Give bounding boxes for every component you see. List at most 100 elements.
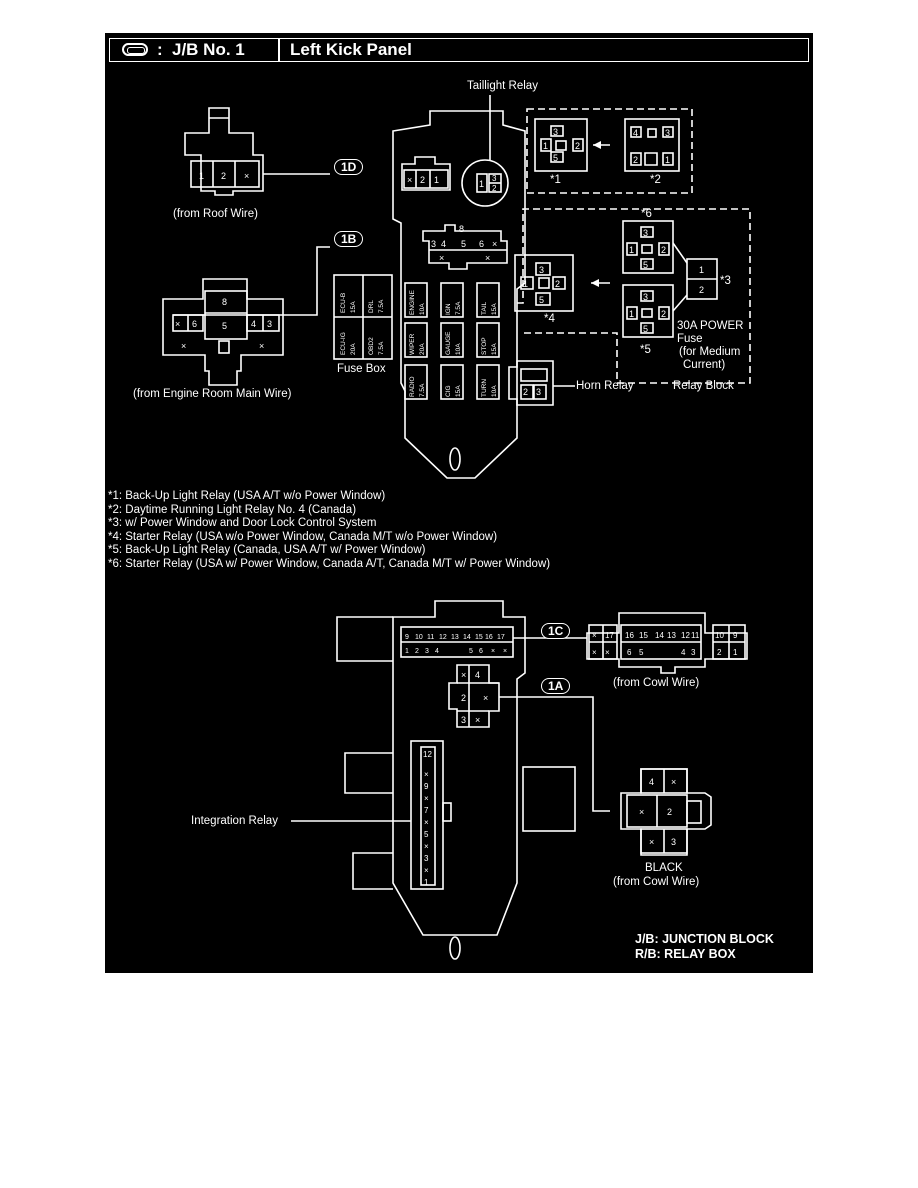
pin-number: × — [424, 842, 429, 851]
connector-roof-wire: 1 2 × — [184, 107, 330, 196]
relay-block — [517, 108, 751, 384]
from-roof-wire-label: (from Roof Wire) — [173, 208, 258, 220]
pin-number: 10 — [715, 631, 724, 640]
star-4-label: *4 — [544, 313, 555, 325]
pin-number: × — [259, 341, 264, 351]
pin-number: TAIL — [481, 301, 488, 315]
pin-number: DRL — [368, 300, 375, 313]
pin-number: 5 — [553, 153, 558, 163]
pin-number: 2 — [415, 648, 419, 655]
pin-number: 5 — [539, 295, 544, 305]
pin-number: 4 — [633, 128, 638, 138]
note-5: *5: Back-Up Light Relay (Canada, USA A/T… — [108, 544, 426, 556]
pin-number: × — [483, 693, 488, 703]
pin-number: × — [475, 715, 480, 725]
connector-cowl-wire-1a: 4 × × 2 × 3 — [620, 768, 712, 856]
pin-number: 5 — [643, 260, 648, 270]
pin-number: 15 — [475, 634, 483, 641]
pin-number: 10A — [419, 303, 426, 315]
connector-id-1c: 1C — [541, 623, 571, 639]
pin-number: 2 — [667, 807, 672, 817]
fuse-box: ECU-B 15A DRL 7.5A ECU-IG 20A OBD2 7.5A … — [333, 274, 500, 400]
pin-number: 3 — [425, 648, 429, 655]
pin-number: 15 — [639, 631, 648, 640]
pin-number: 3 — [553, 127, 558, 137]
pin-number: 16 — [625, 631, 634, 640]
pin-number: 1 — [733, 648, 738, 657]
pin-number: 11 — [691, 631, 700, 640]
pin-number: 7.5A — [419, 383, 426, 397]
junction-block-upper — [392, 110, 526, 479]
pin-number: × — [649, 837, 654, 847]
pin-number: 17 — [605, 631, 614, 640]
block-location: Left Kick Panel — [290, 40, 412, 59]
pin-number: × — [439, 253, 444, 263]
pin-number: 5 — [424, 830, 429, 839]
pin-number: 8 — [222, 297, 227, 307]
pin-number: × — [485, 253, 490, 263]
pin-number: × — [244, 171, 249, 181]
junction-block-lower — [336, 600, 576, 960]
pin-number: 3 — [536, 387, 541, 397]
star-3-label: *3 — [720, 275, 731, 287]
pin-number: 3 — [665, 128, 670, 138]
integration-relay-label: Integration Relay — [191, 815, 278, 827]
power-fuse-label-2: Fuse — [677, 333, 703, 345]
integration-relay-connector: 12 × 9 × 7 × 5 × 3 × 1 — [291, 740, 452, 890]
pin-number: 3 — [431, 239, 436, 249]
star-2-label: *2 — [650, 174, 661, 186]
pin-number: × — [592, 648, 597, 657]
connector-cowl-wire-1c: × 17 × × 16 15 14 13 12 11 6 5 4 3 10 9 … — [513, 612, 748, 674]
pin-number: ECU-IG — [340, 332, 347, 355]
arrow-left-icon — [591, 279, 599, 287]
pin-number: 13 — [667, 631, 676, 640]
pin-number: 16 — [485, 634, 493, 641]
arrow-icons — [591, 141, 601, 287]
pin-number: × — [461, 670, 466, 680]
from-cowl-wire-1a-label: (from Cowl Wire) — [613, 876, 700, 888]
pin-number: 5 — [222, 321, 227, 331]
pin-number: 1 — [543, 141, 548, 151]
star-1-label: *1 — [550, 174, 561, 186]
connector-id-1d: 1D — [334, 159, 364, 175]
pin-number: 2 — [661, 245, 666, 255]
power-fuse-label-4: Current) — [683, 359, 726, 371]
pin-number: 2 — [523, 387, 528, 397]
connector-1c-block — [400, 626, 514, 658]
pin-number: 14 — [655, 631, 664, 640]
pin-number: OBD2 — [368, 337, 375, 355]
fuse-box-label: Fuse Box — [337, 363, 386, 375]
pin-number: 3 — [492, 174, 497, 183]
pin-number: 6 — [479, 239, 484, 249]
pin-number: 6 — [627, 648, 632, 657]
pin-number: × — [639, 807, 644, 817]
pin-number: 2 — [221, 171, 226, 181]
pin-number: 7.5A — [378, 299, 385, 313]
pin-number: TURN — [481, 379, 488, 397]
relay-socket-6: 3 1 2 5 — [622, 220, 674, 274]
pin-number: ECU-B — [340, 293, 347, 313]
legend-jb: J/B: JUNCTION BLOCK — [635, 932, 774, 946]
pin-number: ENGINE — [409, 289, 416, 315]
pin-number: × — [424, 866, 429, 875]
pin-number: 3 — [643, 228, 648, 238]
pin-number: 1 — [665, 155, 670, 165]
diagram-panel: × 2 1 1 3 2 8 3 4 5 6 × × × ECU-B 15A DR… — [105, 33, 813, 973]
pin-number: GAUGE — [445, 331, 452, 355]
note-1: *1: Back-Up Light Relay (USA A/T w/o Pow… — [108, 490, 386, 502]
relay-socket-1: 3 1 2 5 — [534, 118, 610, 172]
pin-number: 3 — [267, 319, 272, 329]
junction-block-icon — [122, 43, 148, 56]
pin-number: 7.5A — [455, 301, 462, 315]
pin-number: STOP — [481, 337, 488, 355]
pin-number: 4 — [475, 670, 480, 680]
connector-1b-block: 8 3 4 5 6 × × × — [422, 224, 508, 270]
pin-2: 2 — [420, 175, 425, 185]
pin-number: 9 — [405, 634, 409, 641]
pin-number: 2 — [575, 141, 580, 151]
pin-number: × — [424, 794, 429, 803]
power-fuse-label-1: 30A POWER — [677, 320, 744, 332]
pin-number: × — [181, 341, 186, 351]
pin-number: 3 — [539, 265, 544, 275]
relay-socket-3: 1 2 — [672, 242, 718, 312]
